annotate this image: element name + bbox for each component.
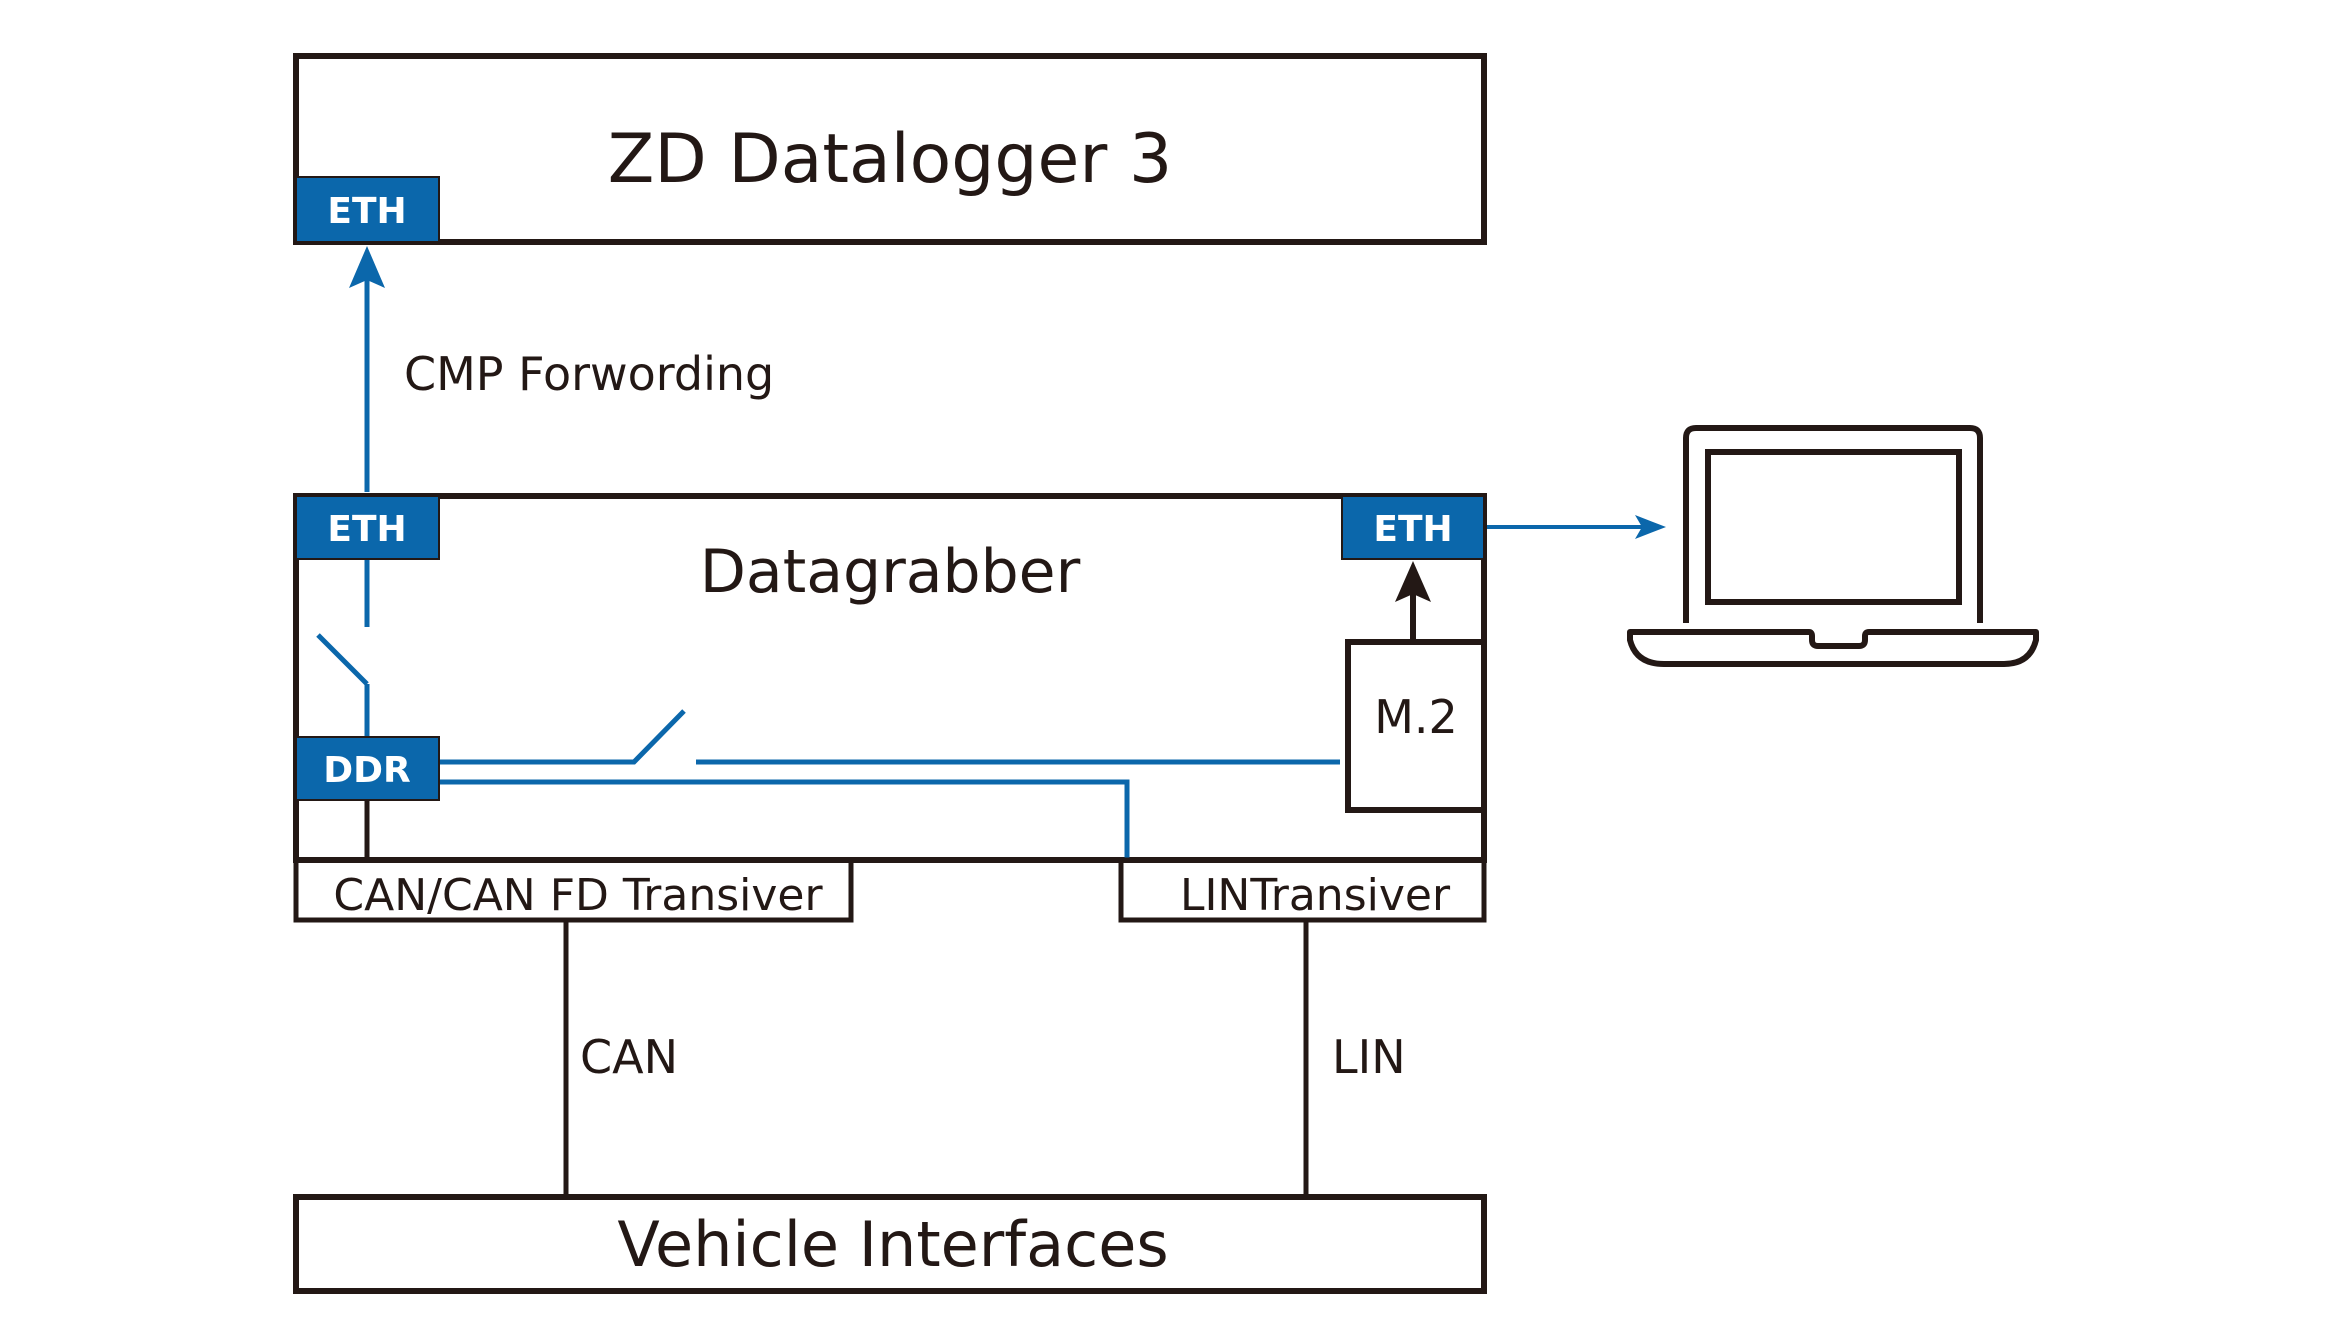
datagrabber-title: Datagrabber: [700, 537, 1081, 607]
eth-to-laptop-connection: [1487, 515, 1666, 539]
vehicle-interfaces-block: Vehicle Interfaces: [293, 1194, 1487, 1294]
laptop-base: [1627, 629, 2039, 667]
cmp-forwarding-label: CMP Forwording: [404, 347, 774, 401]
datalogger-block: ZD Datalogger 3 ETH: [293, 53, 1487, 245]
datagrabber-eth-left-port: [295, 495, 440, 560]
ddr-to-lin-line: [438, 779, 1130, 860]
datagrabber-eth-right-port: [1341, 495, 1485, 560]
can-bus-label: CAN: [580, 1030, 678, 1084]
can-transceiver-label: CAN/CAN FD Transiver: [333, 870, 823, 921]
ddr-label: DDR: [323, 750, 411, 791]
laptop-lid: [1683, 425, 1983, 623]
lin-transceiver-label: LINTransiver: [1180, 870, 1451, 921]
lin-transceiver-block: LINTransiver: [1118, 857, 1487, 923]
datalogger-title: ZD Datalogger 3: [608, 120, 1172, 199]
arrow-up-icon: [349, 246, 385, 288]
ddr-m2-switch-lever: [438, 709, 686, 765]
arrow-up-icon: [1395, 561, 1431, 602]
laptop-icon: [1627, 425, 2039, 667]
m2-label: M.2: [1374, 690, 1458, 744]
can-bus-connection: CAN: [563, 922, 678, 1196]
datalogger-eth-port: [295, 176, 440, 243]
can-transceiver-block: CAN/CAN FD Transiver: [293, 857, 854, 923]
datalogger-eth-label: ETH: [327, 191, 406, 232]
datalogger-box: [293, 53, 1487, 245]
datagrabber-eth-left-label: ETH: [327, 509, 406, 550]
lin-bus-connection: LIN: [1303, 922, 1406, 1196]
cmp-forwarding-connection: CMP Forwording: [349, 246, 774, 492]
vehicle-interfaces-title: Vehicle Interfaces: [617, 1208, 1168, 1281]
lin-bus-label: LIN: [1332, 1030, 1406, 1084]
can-transceiver-box: [293, 857, 854, 923]
eth-switch-lever: [316, 633, 369, 686]
arrow-right-icon: [1635, 515, 1666, 539]
m2-storage-box: [1345, 639, 1487, 813]
datagrabber-eth-right-label: ETH: [1373, 509, 1452, 550]
laptop-screen: [1705, 449, 1962, 605]
lin-transceiver-box: [1118, 857, 1487, 923]
ddr-block: [295, 736, 440, 801]
vehicle-interfaces-box: [293, 1194, 1487, 1294]
datagrabber-block: Datagrabber ETH ETH DDR M.2: [293, 493, 1487, 863]
